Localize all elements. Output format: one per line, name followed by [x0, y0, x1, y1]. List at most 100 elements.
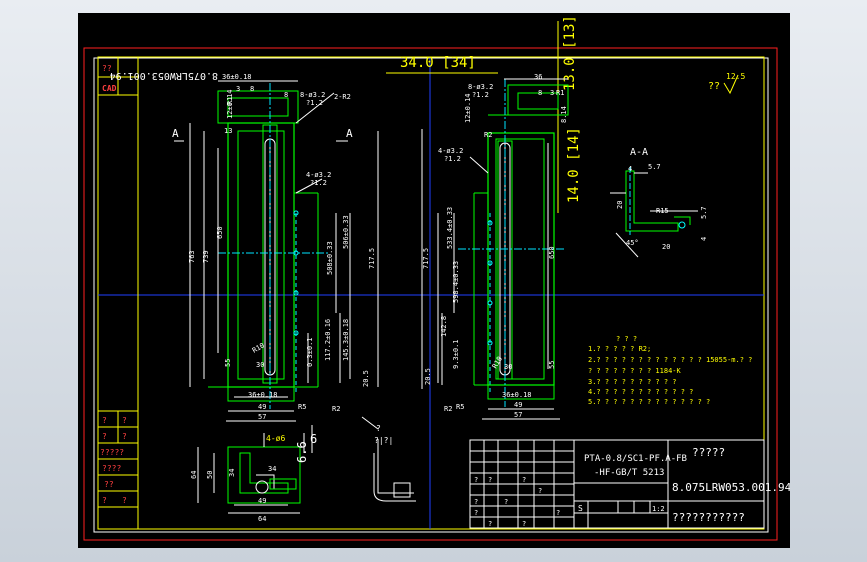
bottom-d64: 64 [190, 471, 198, 479]
sidebar-q1: ? [102, 416, 107, 425]
left-dim-1453: 145.3±0.18 [342, 319, 350, 361]
notes-line-1: 1.? ? ? ? ? R2; [588, 345, 651, 353]
title-q9: ? [522, 520, 526, 528]
left-dim-55: 55 [224, 359, 232, 367]
left-dim-03: 0.3±0.1 [306, 337, 314, 367]
title-scale-s: S [578, 504, 583, 513]
notes-line-6: 5.? ? ? ? ? ? ? ? ? ? ? ? ? ? [588, 398, 710, 406]
dim-14: 14.0 [14] [566, 127, 582, 203]
notes-line-2: 2.? ? ? ? ? ? ? ? ? ? ? ? ? 15055-m.? ? [588, 356, 752, 364]
title-ratio: 1:2 [652, 505, 665, 513]
bottom-d49: 49 [258, 497, 266, 505]
left-hole1: 8-ø3.2 [300, 91, 325, 99]
bottom-d64b: 64 [258, 515, 266, 523]
sidebar-cad: CAD [102, 84, 117, 93]
dim-13: 13.0 [13] [562, 15, 578, 91]
left-hole2: 4-ø3.2 [306, 171, 331, 179]
left-dim-1172: 117.2±0.16 [324, 319, 332, 361]
bottom-d34b: 34 [268, 465, 276, 473]
outer-frame [83, 47, 778, 541]
right-dim-3: 3 [550, 89, 554, 97]
title-part-name: ????? [692, 446, 725, 459]
left-dim-650: 650 [216, 226, 224, 239]
roughness-symbol [723, 74, 739, 95]
left-hole1b: ?1.2 [306, 99, 323, 107]
sidebar-drawing-number: 8.075LRW053.001.94 [110, 70, 218, 81]
left-sidebar: ?? CAD 8.075LRW053.001.94 ? ? ? ? ????? … [98, 57, 218, 529]
left-r5: R5 [298, 403, 306, 411]
notes-line-4: 3.? ? ? ? ? ? ? ? ? ? [588, 378, 677, 386]
right-dim-36: 36 [534, 73, 542, 81]
section-label: A-A [630, 147, 648, 158]
title-material-2: -HF-GB/T 5213 [594, 468, 664, 478]
right-dim-57: 57 [514, 411, 522, 419]
notes-title: ? ? ? [616, 335, 637, 343]
section-d57: 5.7 [648, 163, 661, 171]
left-dim-739: 739 [202, 250, 210, 263]
title-material-1: PTA-0.8/SC1-PF.A-FB [584, 454, 687, 464]
left-r2: 2-R2 [334, 93, 351, 101]
title-block [469, 439, 765, 529]
section-d20b: 20 [662, 243, 670, 251]
technical-notes: ? ? ? 1.? ? ? ? ? R2; 2.? ? ? ? ? ? ? ? … [588, 335, 752, 406]
right-r10: R10 [491, 355, 504, 370]
title-q6: ? [504, 498, 508, 506]
sidebar-q2: ? [122, 416, 127, 425]
right-dim-55: 55 [548, 361, 556, 369]
notes-line-5: 4.? ? ? ? ? ? ? ? ? ? ? ? [588, 388, 693, 396]
section-d4b: 4 [700, 237, 708, 241]
bottom-d34: 34 [228, 469, 236, 477]
left-r10: R10 [251, 341, 266, 354]
sidebar-long1: ????? [100, 448, 124, 457]
left-dim-508: 508±0.33 [326, 241, 334, 275]
title-q4: ? [538, 487, 542, 495]
title-q10: ? [556, 509, 560, 517]
dim-34: 34.0 [34] [400, 55, 476, 71]
sidebar-qq: ?? [102, 64, 112, 73]
left-dim-506: 506±0.33 [342, 215, 350, 249]
left-r2b: R2 [332, 405, 340, 413]
right-dim-93: 9.3±0.1 [452, 339, 460, 369]
right-hole1b: ?1.2 [472, 91, 489, 99]
bottom-d6: 6 [310, 432, 317, 446]
bottom-d4: 4-ø6 [266, 434, 285, 443]
bottom-part-view [197, 416, 416, 514]
inner-frame [93, 57, 769, 533]
right-dim-36b: 36±0.18 [502, 391, 532, 399]
cad-drawing[interactable]: ?? CAD 8.075LRW053.001.94 ? ? ? ? ???? ? … [78, 13, 790, 548]
left-dim-8b: 8 [284, 91, 288, 99]
section-d20: 20 [616, 201, 624, 209]
sidebar-long3: ?? [104, 480, 114, 489]
right-dim-8: 8 [538, 89, 542, 97]
notes-line-3: ? ? ? ? ? ? ? ? 1184-K [588, 367, 682, 375]
title-q7: ? [474, 509, 478, 517]
right-r2b: R2 [444, 405, 452, 413]
title-q8: ? [488, 520, 492, 528]
right-dim-5334: 533.4±0.33 [446, 207, 454, 249]
roughness-value: 12.5 [726, 72, 745, 81]
right-r2: R2 [484, 131, 492, 139]
title-q5: ? [474, 498, 478, 506]
left-section-a: A [172, 127, 179, 140]
title-q1: ? [474, 476, 478, 484]
right-dim-814: 8.14 [560, 106, 568, 123]
left-dim-205: 20.5 [362, 370, 370, 387]
right-dim-205: 20.5 [424, 368, 432, 385]
cad-viewport[interactable]: ?? CAD 8.075LRW053.001.94 ? ? ? ? ???? ? … [78, 13, 790, 548]
left-dim-763: 763 [188, 250, 196, 263]
left-r1: R1 [226, 97, 234, 105]
right-hole2: 4-ø3.2 [438, 147, 463, 155]
title-company: ??????????? [672, 511, 745, 524]
sidebar-q6: ? [122, 496, 127, 505]
left-dim-30: 30 [256, 361, 264, 369]
title-drawing-number: 8.075LRW053.001.94 [672, 481, 790, 494]
sidebar-q5: ? [102, 496, 107, 505]
right-r5: R5 [456, 403, 464, 411]
right-dim-49: 49 [514, 401, 522, 409]
bottom-d50: 50 [206, 471, 214, 479]
section-r15: R15 [656, 207, 669, 215]
left-dim-57: 57 [258, 413, 266, 421]
right-dim-717: 717.5 [422, 248, 430, 269]
section-a45: 45° [626, 239, 639, 247]
title-q3: ? [522, 476, 526, 484]
